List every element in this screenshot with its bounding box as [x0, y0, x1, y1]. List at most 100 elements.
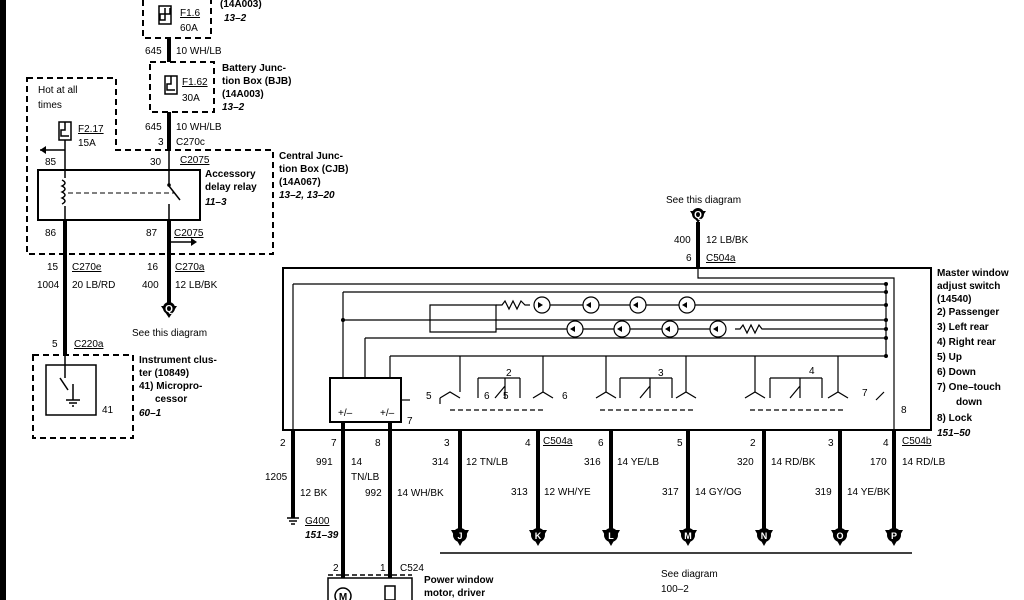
- arrow-marker-k: K: [529, 528, 547, 546]
- arrow-marker-letter: P: [891, 531, 897, 541]
- c270c-pin: 3: [158, 137, 164, 148]
- wire-1004-desc: 20 LB/RD: [72, 280, 115, 291]
- wire-314-desc: 12 TN/LB: [466, 457, 508, 468]
- svg-text:4: 4: [525, 438, 531, 449]
- c270e-pin: 15: [47, 262, 59, 273]
- relay-ref: 11–3: [205, 197, 227, 208]
- master-switch-item-1: 2) Passenger: [937, 307, 999, 318]
- cluster-label-2: ter (10849): [139, 368, 189, 379]
- power-window-motor: M Power window motor, driver: [327, 574, 494, 600]
- c524-name: C524: [400, 563, 424, 574]
- wire-317-circuit: 317: [662, 487, 679, 498]
- arrow-marker-letter: M: [684, 531, 692, 541]
- c270e-name: C270e: [72, 262, 102, 273]
- bjb-code: (14A003): [222, 89, 264, 100]
- wire-319-desc: 14 YE/BK: [847, 487, 891, 498]
- battery-junction-box: F1.62 30A Battery Junc- tion Box (BJB) (…: [149, 61, 291, 113]
- master-switch-item-2: 3) Left rear: [937, 322, 989, 333]
- cluster-label-4: cessor: [155, 394, 187, 405]
- wire-992-circuit: 992: [365, 488, 382, 499]
- c220a-pin: 5: [52, 339, 58, 350]
- relay-label-1: Accessory: [205, 169, 256, 180]
- arrow-marker-letter: N: [761, 531, 768, 541]
- page-edge-bar: [0, 0, 6, 600]
- hot-at-all-times-2: times: [38, 100, 62, 111]
- motor-label-2: motor, driver: [424, 588, 485, 599]
- arrow-marker-letter: K: [535, 531, 542, 541]
- switch-group-4: 4: [809, 366, 815, 377]
- wire-400-left-circuit: 400: [142, 280, 159, 291]
- bjb-label-1: Battery Junc-: [222, 63, 286, 74]
- wire-992-desc: 14 WH/BK: [397, 488, 444, 499]
- wire-314-circuit: 314: [432, 457, 449, 468]
- arrow-q-left-letter: Q: [165, 304, 173, 315]
- master-switch-ref: 151–50: [937, 428, 971, 439]
- arrow-q-right: Q: [690, 208, 706, 223]
- fuse-f217-rating: 15A: [78, 138, 96, 149]
- fuse-f162-name: F1.62: [182, 77, 208, 88]
- hot-at-all-times-1: Hot at all: [38, 85, 77, 96]
- wire-316-circuit: 316: [584, 457, 601, 468]
- wire-319-circuit: 319: [815, 487, 832, 498]
- svg-text:C504b: C504b: [902, 436, 932, 447]
- switch-mid-up-label: 5: [503, 391, 509, 402]
- cjb-ref: 13–2, 13–20: [279, 190, 335, 201]
- see-diagram-bottom-2: 100–2: [661, 584, 689, 595]
- arrow-marker-n: N: [755, 528, 773, 546]
- wire-991-circuit: 991: [316, 457, 333, 468]
- wire-1205-desc: 12 BK: [300, 488, 328, 499]
- switch-pin-7: 7: [862, 388, 868, 399]
- see-this-diagram-1: See this diagram: [132, 328, 207, 339]
- c2075-bottom-pin: 87: [146, 228, 158, 239]
- arrow-q-right-letter: Q: [694, 210, 702, 221]
- master-window-switch: +/– +/– 7: [282, 267, 1009, 439]
- c2075-bottom-name: C2075: [174, 228, 204, 239]
- pin-85: 85: [45, 157, 57, 168]
- c524-pin-b: 1: [380, 563, 386, 574]
- wire-991-desc-2: TN/LB: [351, 472, 380, 483]
- cluster-pin-41: 41: [102, 405, 114, 416]
- wire-170-desc: 14 RD/LB: [902, 457, 946, 468]
- ground-ref: 151–39: [305, 530, 339, 541]
- wire-1004-circuit: 1004: [37, 280, 60, 291]
- fuse-f16-rating: 60A: [180, 23, 198, 34]
- wire-645-top-circuit: 645: [145, 46, 162, 57]
- switch-mid-down-label: 6: [562, 391, 568, 402]
- wire-645-mid-circuit: 645: [145, 122, 162, 133]
- svg-text:2: 2: [750, 438, 756, 449]
- accessory-delay-relay: Accessory delay relay 11–3: [37, 169, 257, 221]
- svg-text:5: 5: [677, 438, 683, 449]
- window-control-module: +/– +/– 7: [329, 377, 413, 427]
- c2075-top-name: C2075: [180, 155, 210, 166]
- svg-text:4: 4: [883, 438, 889, 449]
- ground-g400: G400 151–39: [287, 516, 339, 541]
- wire-1205-circuit: 1205: [265, 472, 288, 483]
- c220a-name: C220a: [74, 339, 104, 350]
- arrow-q-left: Q: [161, 302, 177, 318]
- module-right-label: +/–: [380, 408, 395, 419]
- master-switch-item-6: 7) One–touch: [937, 382, 1001, 393]
- svg-text:3: 3: [828, 438, 834, 449]
- switch-up-label: 5: [426, 391, 432, 402]
- central-junction-box: Hot at all times F2.17 15A 85 30 C2075 C…: [26, 77, 348, 255]
- instrument-cluster: 41 Instrument clus- ter (10849) 41) Micr…: [32, 354, 217, 439]
- cluster-label-3: 41) Micropro-: [139, 381, 202, 392]
- arrow-marker-l: L: [602, 528, 620, 546]
- switch-pin-8: 8: [901, 405, 907, 416]
- master-switch-title-1: Master window: [937, 268, 1009, 279]
- relay-label-2: delay relay: [205, 182, 257, 193]
- svg-text:6: 6: [598, 438, 604, 449]
- bottom-wires: [291, 422, 896, 578]
- arrow-marker-j: J: [451, 528, 469, 546]
- master-switch-item-3: 4) Right rear: [937, 337, 996, 348]
- c270c-name: C270c: [176, 137, 205, 148]
- module-pin-7: 7: [407, 416, 413, 427]
- svg-text:8: 8: [375, 438, 381, 449]
- svg-text:3: 3: [444, 438, 450, 449]
- wire-645-mid-desc: 10 WH/LB: [176, 122, 222, 133]
- wire-400-right-desc: 12 LB/BK: [706, 235, 749, 246]
- switch-contacts: [439, 356, 895, 430]
- pin-86: 86: [45, 228, 57, 239]
- switch-down-label: 6: [484, 391, 490, 402]
- switch-group-2: 2: [506, 368, 512, 379]
